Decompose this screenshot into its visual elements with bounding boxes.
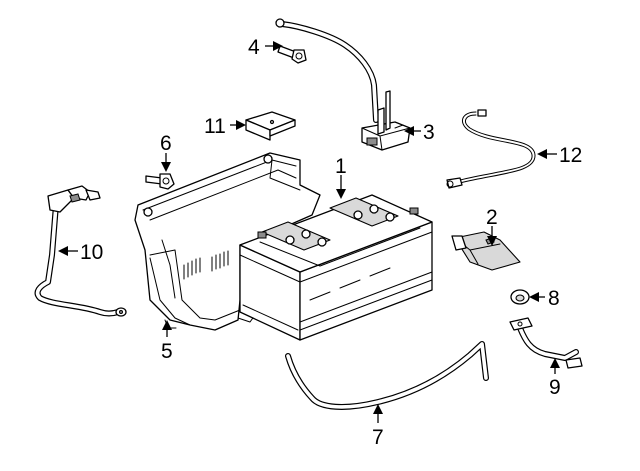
callout-5: 5 [161, 340, 173, 363]
negative-cable [34, 185, 127, 317]
callout-11: 11 [204, 115, 226, 138]
callout-12: 12 [559, 144, 582, 167]
callout-2: 2 [486, 206, 498, 229]
callout-9: 9 [549, 376, 561, 399]
bolt-upper [277, 45, 307, 64]
battery-tray [134, 152, 321, 331]
hold-down-clip [245, 111, 296, 141]
drain-tube [285, 341, 489, 410]
callout-3: 3 [423, 121, 435, 144]
tray-vent-slots [183, 250, 229, 280]
bolt-tray [145, 173, 175, 190]
battery-insulator [451, 231, 521, 271]
callout-7: 7 [372, 426, 384, 449]
battery [239, 194, 433, 341]
callout-8: 8 [548, 287, 560, 310]
grommet [510, 289, 530, 305]
callout-labels: 1 2 3 4 5 6 7 8 9 10 11 12 [80, 36, 582, 449]
callout-4: 4 [248, 36, 260, 59]
callout-6: 6 [160, 132, 172, 155]
callout-10: 10 [80, 241, 103, 264]
leader-lines [58, 41, 560, 423]
callout-1: 1 [335, 155, 347, 178]
cable-bracket [361, 90, 411, 151]
positive-cable [275, 18, 379, 123]
ground-strap [509, 317, 583, 369]
sensor-wire [446, 109, 536, 189]
